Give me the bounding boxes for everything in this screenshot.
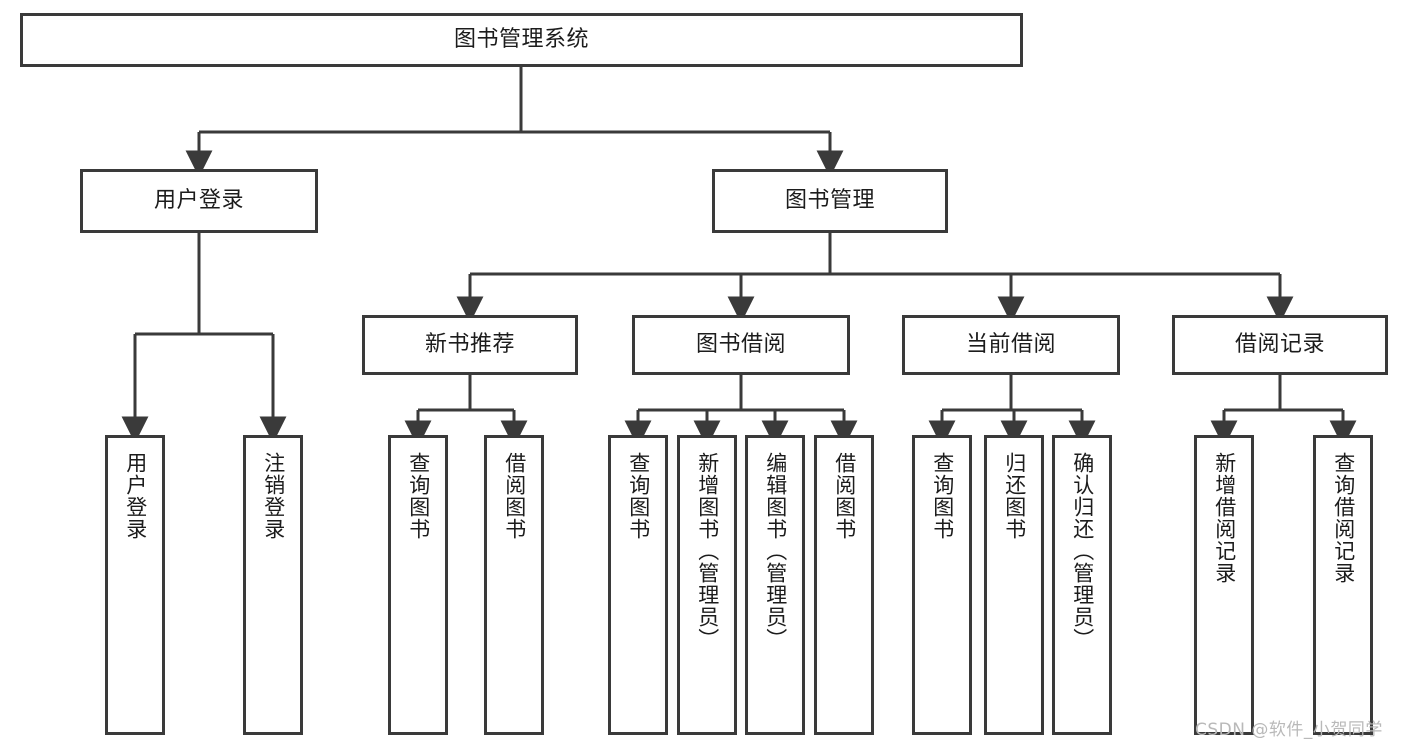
leaf-borrow-book[interactable]: 借阅图书 <box>814 435 874 735</box>
leaf-query-book-recommend[interactable]: 查询图书 <box>388 435 448 735</box>
node-new-book-recommend-label: 新书推荐 <box>424 332 515 358</box>
leaf-query-book-borrow[interactable]: 查询图书 <box>608 435 668 735</box>
node-current-borrow[interactable]: 当前借阅 <box>902 315 1120 375</box>
leaf-confirm-return[interactable]: 确认归还（管理员） <box>1052 435 1112 735</box>
leaf-logout-label: 注销登录 <box>261 452 286 540</box>
leaf-add-borrow-record-label: 新增借阅记录 <box>1212 452 1237 584</box>
leaf-query-book-current[interactable]: 查询图书 <box>912 435 972 735</box>
csdn-watermark: CSDN @软件_小贺同学 <box>1195 720 1383 740</box>
leaf-return-book-label: 归还图书 <box>1002 452 1027 540</box>
leaf-edit-book-label: 编辑图书（管理员） <box>763 452 788 650</box>
leaf-user-login-label: 用户登录 <box>123 452 148 540</box>
leaf-return-book[interactable]: 归还图书 <box>984 435 1044 735</box>
node-book-borrow-label: 图书借阅 <box>695 332 786 358</box>
leaf-add-borrow-record[interactable]: 新增借阅记录 <box>1194 435 1254 735</box>
leaf-query-borrow-record[interactable]: 查询借阅记录 <box>1313 435 1373 735</box>
node-current-borrow-label: 当前借阅 <box>965 332 1056 358</box>
node-user-login[interactable]: 用户登录 <box>80 169 318 233</box>
node-new-book-recommend[interactable]: 新书推荐 <box>362 315 578 375</box>
leaf-borrow-book-recommend[interactable]: 借阅图书 <box>484 435 544 735</box>
node-root[interactable]: 图书管理系统 <box>20 13 1023 67</box>
leaf-borrow-book-recommend-label: 借阅图书 <box>502 452 527 540</box>
node-book-management-label: 图书管理 <box>784 188 875 214</box>
node-borrow-record[interactable]: 借阅记录 <box>1172 315 1388 375</box>
node-book-borrow[interactable]: 图书借阅 <box>632 315 850 375</box>
leaf-query-book-current-label: 查询图书 <box>930 452 955 540</box>
node-user-login-label: 用户登录 <box>153 188 244 214</box>
leaf-query-book-recommend-label: 查询图书 <box>406 452 431 540</box>
leaf-edit-book[interactable]: 编辑图书（管理员） <box>745 435 805 735</box>
leaf-add-book[interactable]: 新增图书（管理员） <box>677 435 737 735</box>
leaf-query-borrow-record-label: 查询借阅记录 <box>1331 452 1356 584</box>
leaf-add-book-label: 新增图书（管理员） <box>695 452 720 650</box>
leaf-query-book-borrow-label: 查询图书 <box>626 452 651 540</box>
node-book-management[interactable]: 图书管理 <box>712 169 948 233</box>
leaf-borrow-book-label: 借阅图书 <box>832 452 857 540</box>
leaf-logout[interactable]: 注销登录 <box>243 435 303 735</box>
node-borrow-record-label: 借阅记录 <box>1234 332 1325 358</box>
node-root-label: 图书管理系统 <box>453 27 589 53</box>
leaf-user-login[interactable]: 用户登录 <box>105 435 165 735</box>
leaf-confirm-return-label: 确认归还（管理员） <box>1070 452 1095 650</box>
